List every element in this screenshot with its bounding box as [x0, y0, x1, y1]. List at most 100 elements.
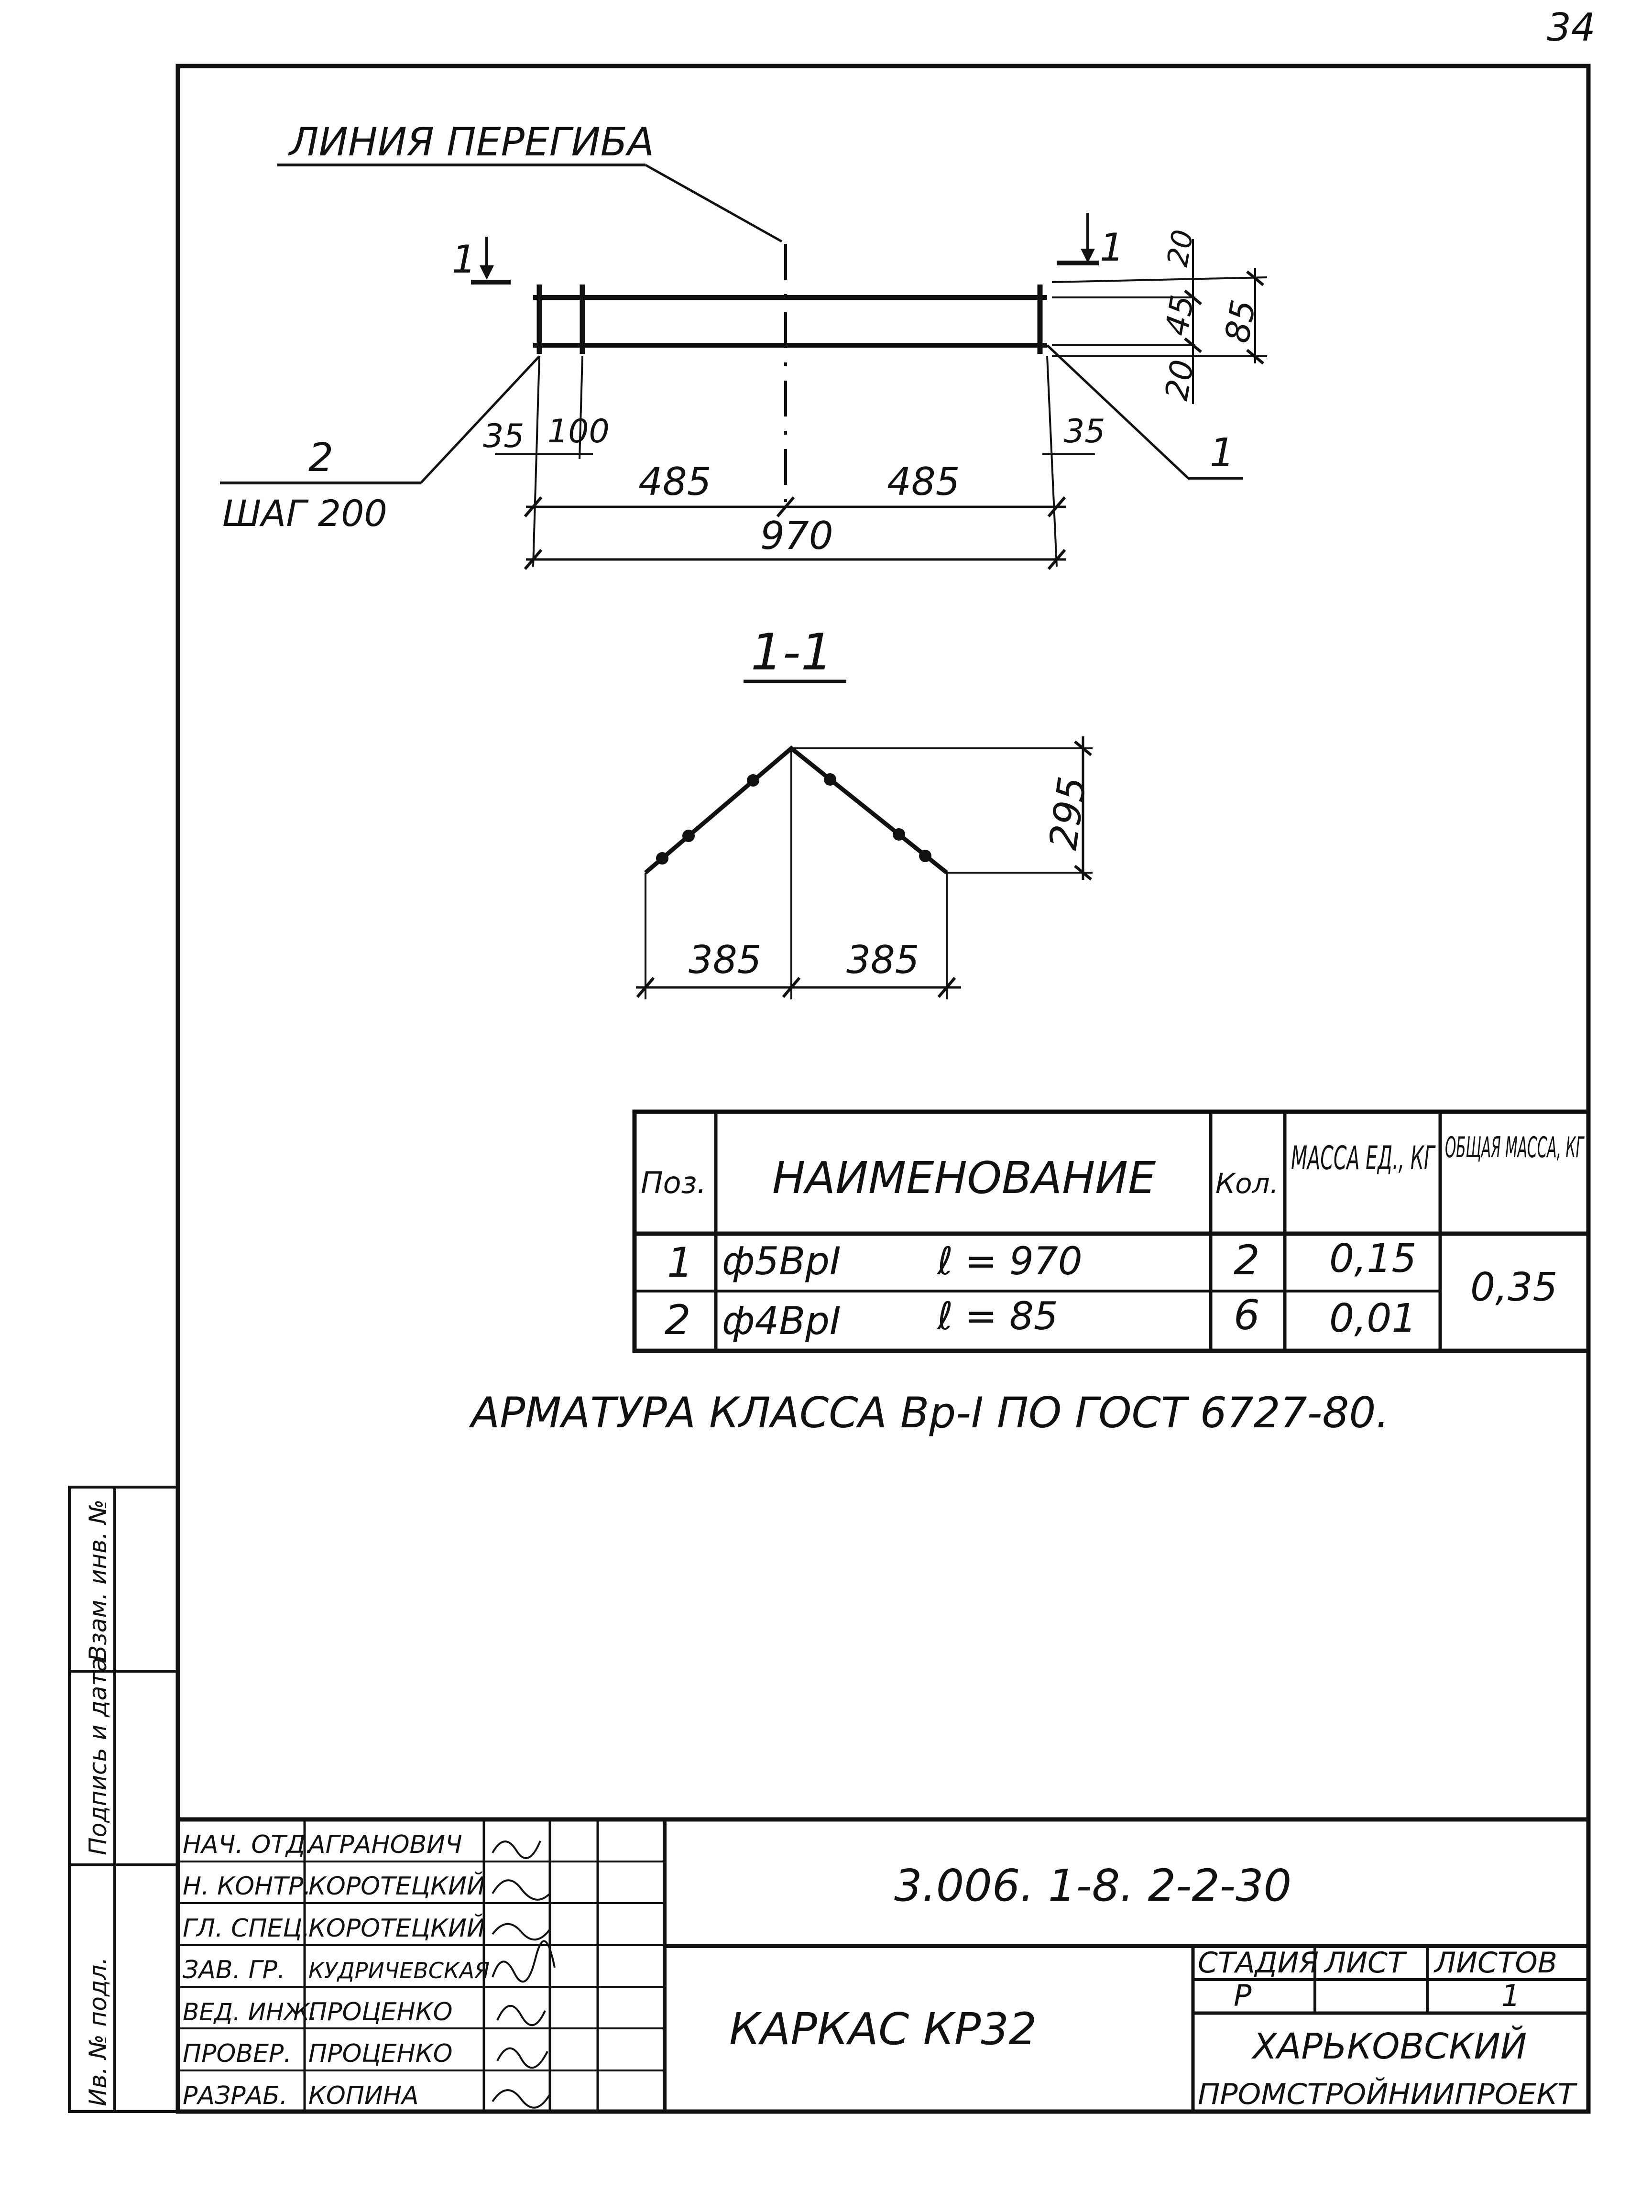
dim-v20-top: 20 [1161, 227, 1200, 269]
signer-name-5: ПРОЦЕНКО [308, 1998, 453, 2026]
signer-role-6: ПРОВЕР. [183, 2039, 292, 2068]
spec-header-mass-unit: МАССА ЕД., КГ [1291, 1139, 1436, 1177]
signature-5 [496, 2005, 546, 2026]
ext-line-left [532, 356, 540, 567]
tick-w-1 [636, 977, 655, 998]
dim-100: 100 [547, 413, 610, 450]
plan-view: ЛИНИЯ ПЕРЕГИБА 1 1 2 ШАГ 200 1 [220, 120, 1268, 570]
signer-role-3: ГЛ. СПЕЦ. [183, 1914, 310, 1943]
side-stamp-vzam: Взам. инв. № [84, 1500, 112, 1662]
tick-t-2 [1047, 549, 1066, 570]
section-mark-right: 1 [1100, 225, 1124, 270]
tick-hgt-2 [1074, 865, 1092, 881]
org-line-2-text: ПРОМСТРОЙНИИПРОЕКТ [1198, 2077, 1577, 2111]
sheets-value: 1 [1501, 1978, 1520, 2013]
doc-code: 3.006. 1-8. 2-2-30 [894, 1860, 1291, 1911]
spec-row2-length: ℓ = 85 [936, 1294, 1058, 1338]
dim-485-left: 485 [638, 460, 711, 504]
spec-row1-length: ℓ = 970 [936, 1239, 1083, 1283]
signer-name-2: КОРОТЕЦКИЙ [308, 1872, 485, 1901]
spec-table: Поз. НАИМЕНОВАНИЕ Кол. МАССА ЕД., КГ ОБЩ… [632, 1109, 1591, 1353]
dim-v85: 85 [1217, 297, 1263, 346]
rebar-dot-4 [824, 773, 836, 786]
side-stamp: Ив. № подл. Подпись и дата Взам. инв. № [68, 1486, 179, 2113]
stage-value: Р [1234, 1978, 1252, 2013]
section-arrow-left-head [480, 265, 494, 280]
section-mark-left: 1 [452, 237, 476, 282]
pos2-leader-line [420, 355, 540, 484]
tick-w-3 [937, 977, 956, 998]
spec-header-mass-total-text: ОБЩАЯ МАССА, КГ [1445, 1131, 1585, 1164]
org-line-1: ХАРЬКОВСКИЙ [1251, 2025, 1527, 2067]
signature-2 [492, 1879, 551, 1901]
section-arrow-right-head [1081, 249, 1095, 263]
signature-1 [492, 1840, 541, 1859]
pos2-label: 2 [308, 435, 333, 481]
drawing-frame [175, 64, 1591, 2114]
side-stamp-podpis: Подпись и дата [84, 1657, 112, 1855]
spec-row1-qty: 2 [1234, 1237, 1260, 1284]
ext-line-right [1046, 356, 1058, 567]
reinforcement-note: АРМАТУРА КЛАССА Вр-I ПО ГОСТ 6727-80. [469, 1388, 1389, 1437]
signer-name-4: КУДРИЧЕВСКАЯ [308, 1958, 490, 1983]
dim-295: 295 [1041, 774, 1095, 852]
signature-3 [492, 1923, 551, 1941]
signature-7 [492, 2089, 551, 2109]
spec-row2-pos: 2 [665, 1296, 691, 1344]
tick-v-1 [1184, 289, 1202, 306]
org-line-2: ПРОМСТРОЙНИИПРОЕКТ [1198, 2077, 1577, 2111]
spec-header-mass-unit-text: МАССА ЕД., КГ [1291, 1139, 1436, 1177]
signer-name-3: КОРОТЕЦКИЙ [308, 1914, 485, 1943]
dim-35-right: 35 [1064, 413, 1105, 450]
rebar-dot-1 [656, 852, 668, 865]
tick-t-1 [524, 549, 543, 570]
dim-v45: 45 [1158, 293, 1201, 339]
signer-role-7: РАЗРАБ. [183, 2081, 287, 2110]
tick-v-3 [1246, 270, 1264, 286]
rebar-dot-2 [682, 830, 695, 842]
tick-hgt-1 [1074, 740, 1092, 756]
bend-label-leader [645, 164, 783, 243]
signature-4 [492, 1940, 556, 1983]
spec-table-border [632, 1109, 1591, 1353]
spec-total-mass: 0,35 [1470, 1265, 1558, 1310]
spec-header-pos: Поз. [641, 1165, 706, 1200]
tick-h-1 [524, 496, 543, 517]
spec-header-mass-total: ОБЩАЯ МАССА, КГ [1445, 1131, 1585, 1164]
tick-v-2 [1184, 337, 1202, 353]
dim-385-left: 385 [689, 938, 762, 982]
tick-v-4 [1246, 349, 1264, 365]
pos1-label: 1 [1210, 430, 1235, 476]
spec-row2-qty: 6 [1234, 1292, 1260, 1339]
title-block: НАЧ. ОТД. АГРАНОВИЧ Н. КОНТР. КОРОТЕЦКИЙ… [178, 1817, 1588, 2112]
signer-name-7: КОПИНА [308, 2081, 419, 2110]
rebar-dot-5 [893, 828, 905, 841]
tick-h-3 [1047, 496, 1066, 517]
dim-v20-bottom: 20 [1158, 357, 1201, 403]
spec-row2-name: ф4ВрI [722, 1299, 841, 1343]
spec-header-qty: Кол. [1215, 1167, 1279, 1200]
pos1-leader-line [1046, 344, 1189, 479]
side-stamp-inv-podl: Ив. № подл. [84, 1957, 112, 2106]
dim-35-left: 35 [483, 417, 525, 455]
signer-name-1: АГРАНОВИЧ [307, 1830, 462, 1859]
rebar-dot-6 [919, 850, 931, 862]
dim-385-right: 385 [846, 938, 919, 982]
dim-970: 970 [760, 514, 833, 558]
dim-485-right: 485 [887, 460, 960, 504]
signer-role-5: ВЕД. ИНЖ. [183, 1998, 317, 2026]
section-title: 1-1 [751, 623, 833, 681]
sheets-header: ЛИСТОВ [1433, 1946, 1557, 1980]
section-profile [644, 745, 948, 875]
spec-row1-name: ф5ВрI [722, 1239, 841, 1283]
stage-header: СТАДИЯ [1198, 1946, 1319, 1980]
sheet-header: ЛИСТ [1324, 1946, 1407, 1980]
signer-name-6: ПРОЦЕНКО [308, 2039, 453, 2068]
signer-role-4: ЗАВ. ГР. [183, 1956, 285, 1984]
drawing-title: КАРКАС КР32 [729, 2004, 1037, 2055]
spec-row1-pos: 1 [667, 1239, 693, 1287]
signer-role-1: НАЧ. ОТД. [183, 1830, 313, 1859]
bend-line-label: ЛИНИЯ ПЕРЕГИБА [288, 120, 654, 165]
ext-top-1 [1051, 276, 1268, 283]
